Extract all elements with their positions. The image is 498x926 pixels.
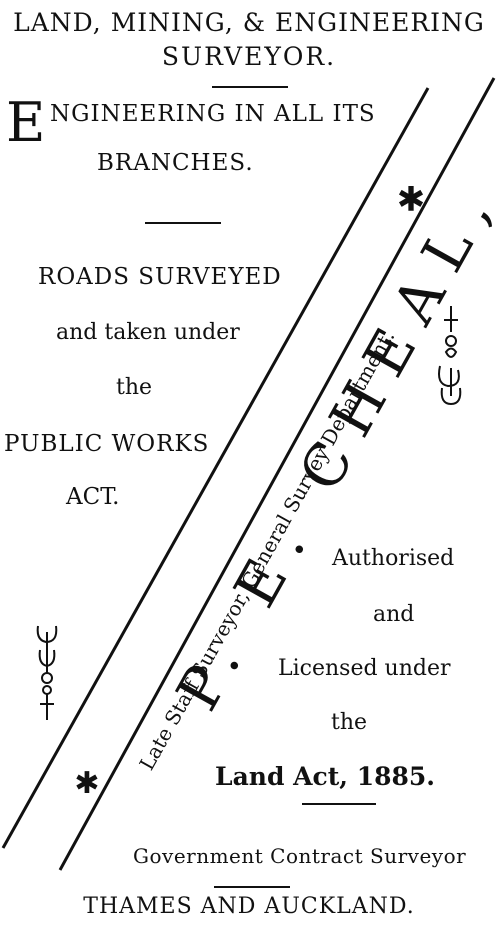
band-line-left — [1, 87, 430, 849]
roads-act: ACT. — [66, 484, 120, 510]
footer-place: THAMES AND AUCKLAND. — [83, 894, 415, 919]
roads-public-works: PUBLIC WORKS — [4, 431, 210, 457]
roads-line3: the — [116, 375, 153, 400]
header-divider — [212, 86, 288, 88]
header-title-line2: SURVEYOR. — [161, 42, 337, 71]
scroll-ornament-icon — [36, 625, 58, 720]
roads-heading: ROADS SURVEYED — [38, 264, 282, 290]
and-text: and — [373, 602, 415, 627]
contract-surveyor-text: Government Contract Surveyor — [133, 844, 467, 868]
engineering-divider — [145, 222, 221, 224]
authorised-text: Authorised — [332, 546, 455, 571]
band-line-right — [58, 77, 496, 871]
engineering-initial: E — [6, 91, 46, 154]
the-text: the — [331, 710, 368, 735]
land-act-divider — [302, 803, 376, 805]
header-title-line1: LAND, MINING, & ENGINEERING — [13, 8, 485, 37]
engineering-branches: BRANCHES. — [97, 150, 254, 176]
footer-divider — [214, 886, 290, 888]
engineering-heading: NGINEERING IN ALL ITS — [50, 101, 376, 127]
scroll-ornament-icon — [438, 306, 462, 406]
licensed-under-text: Licensed under — [278, 656, 451, 681]
roads-line2: and taken under — [56, 320, 240, 345]
land-act-title: Land Act, 1885. — [215, 762, 435, 791]
